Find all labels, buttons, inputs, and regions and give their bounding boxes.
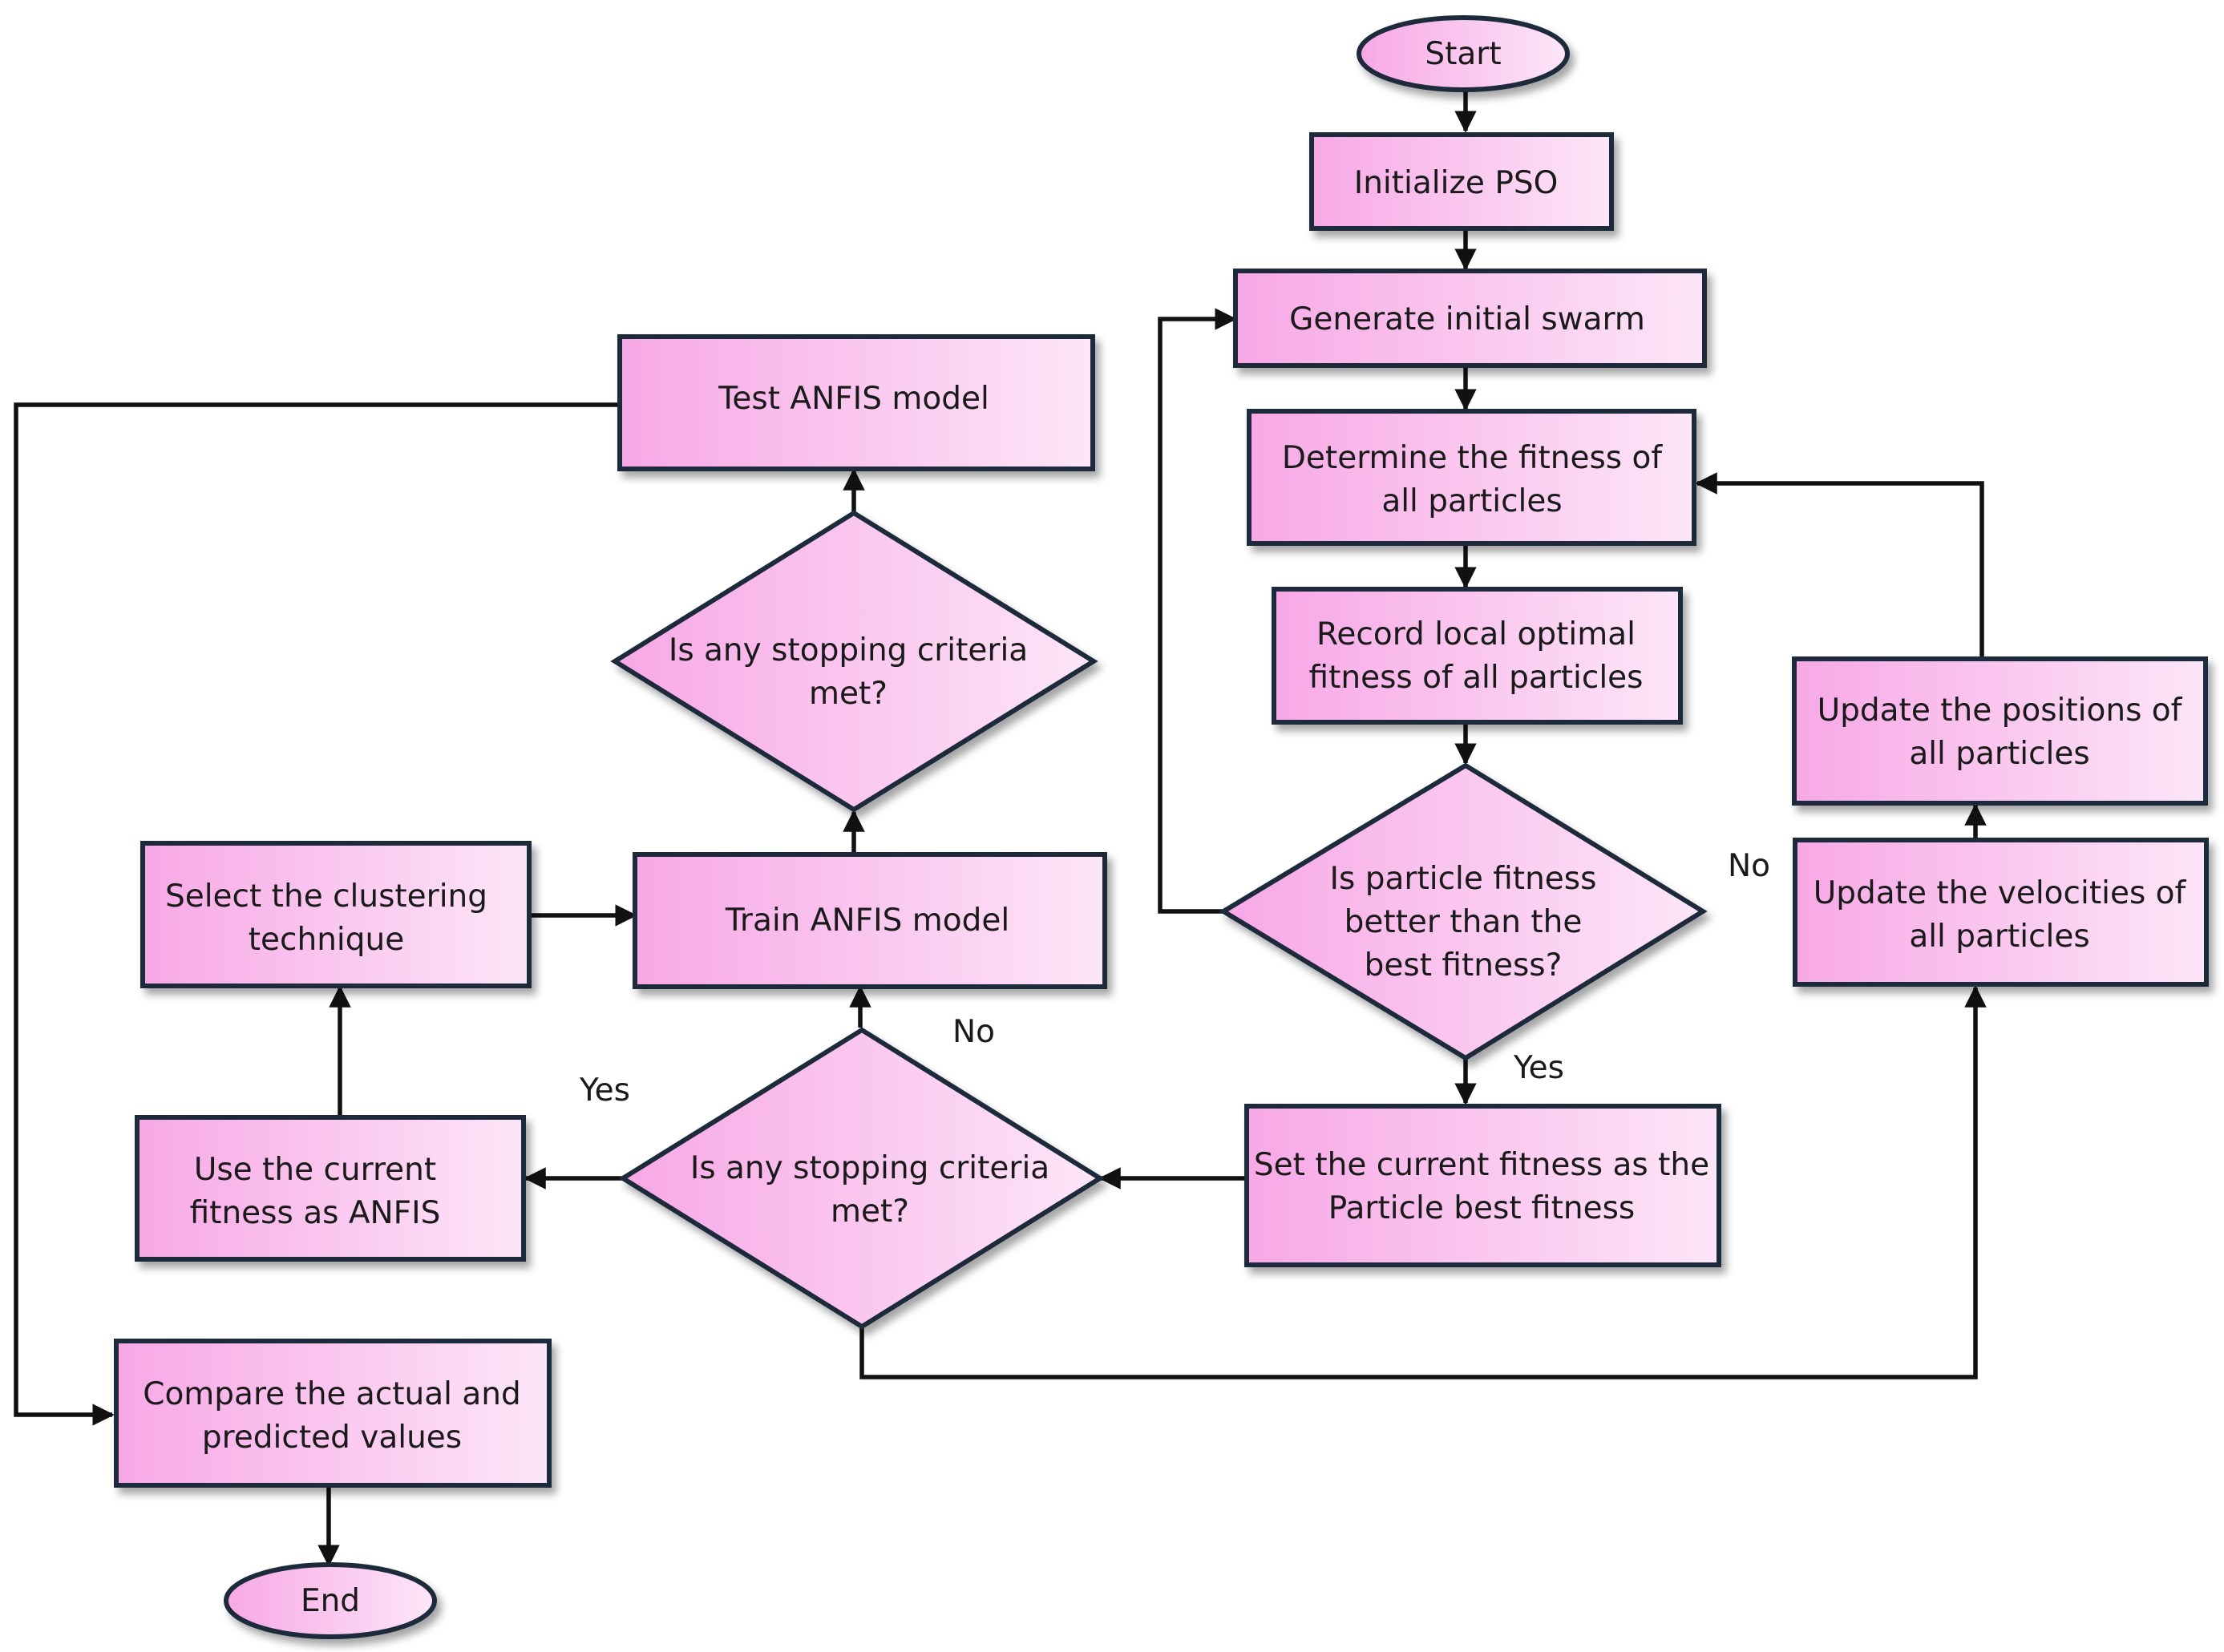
test-anfis-label: Test ANFIS model [718, 381, 989, 417]
node-text-line: all particles [1909, 919, 2089, 955]
stopping-criteria-decision-upper [610, 510, 1098, 813]
node-text-line: met? [831, 1194, 909, 1230]
label-stop2-no: No [952, 1014, 995, 1050]
initialize-pso-box [1309, 132, 1614, 231]
select-clustering-label: Select the clustering technique [165, 879, 487, 958]
use-current-fitness-label: Use the current fitness as ANFIS [190, 1152, 441, 1231]
test-anfis-box [617, 334, 1095, 471]
train-anfis-box [633, 852, 1107, 989]
arrow-stop2-bottom-to-velocities [859, 985, 1987, 1379]
node-text-line: Determine the fitness of [1282, 440, 1663, 476]
node-text-line: Train ANFIS model [725, 903, 1009, 939]
edge-labels: No Yes No Yes [579, 848, 1770, 1109]
connectors [14, 91, 1987, 1567]
node-text-line: best fitness? [1365, 947, 1563, 984]
arrow-decision-no-to-generate [1158, 308, 1237, 914]
compare-values-box [114, 1339, 552, 1488]
node-text-line: Update the velocities of [1814, 875, 2187, 911]
determine-fitness-box [1247, 409, 1696, 546]
label-better-no: No [1728, 848, 1770, 884]
record-local-box [1272, 587, 1683, 725]
select-clustering-box [140, 841, 532, 988]
initialize-pso-label: Initialize PSO [1354, 165, 1559, 201]
arrow-positions-to-determine [1695, 472, 1984, 657]
node-text-line: Set the current fitness as the [1254, 1147, 1709, 1183]
label-stop2-yes: Yes [579, 1072, 630, 1109]
node-text-line: Is any stopping criteria [669, 632, 1028, 668]
node-text-line: End [301, 1583, 360, 1619]
arrow-test-to-compare [14, 402, 620, 1426]
generate-swarm-box [1233, 269, 1707, 368]
update-velocities-box [1793, 838, 2209, 987]
label-better-yes: Yes [1513, 1050, 1564, 1086]
node-text-line: Generate initial swarm [1289, 301, 1645, 337]
generate-swarm-label: Generate initial swarm [1289, 301, 1645, 337]
end-label: End [301, 1583, 360, 1619]
node-text-line: technique [249, 922, 404, 958]
compare-values-label: Compare the actual and predicted values [143, 1376, 521, 1456]
particle-better-label: Is particle fitness better than the best f… [1330, 861, 1597, 984]
determine-fitness-label: Determine the fitness of all particles [1282, 440, 1663, 519]
node-text-line: better than the [1345, 904, 1583, 940]
start-label: Start [1425, 36, 1501, 72]
record-local-label: Record local optimal fitness of all parti… [1309, 616, 1644, 696]
node-text-line: Test ANFIS model [718, 381, 989, 417]
node-text-line: fitness as ANFIS [190, 1195, 441, 1231]
node-text-line: Particle best fitness [1328, 1190, 1635, 1226]
node-text-line: met? [809, 676, 888, 712]
node-text-line: Update the positions of [1818, 693, 2183, 729]
particle-better-decision [1219, 762, 1708, 1061]
node-text-line: Is particle fitness [1330, 861, 1597, 897]
node-text-line: Compare the actual and [143, 1376, 521, 1412]
node-text-line: Initialize PSO [1354, 165, 1559, 201]
start-terminal [1357, 15, 1570, 92]
node-text-line: Record local optimal [1316, 616, 1636, 652]
node-text-line: Is any stopping criteria [690, 1150, 1049, 1186]
stopping-criteria-lower-label: Is any stopping criteria met? [690, 1150, 1049, 1230]
end-terminal [224, 1562, 437, 1639]
set-current-fitness-box [1244, 1104, 1721, 1267]
train-anfis-label: Train ANFIS model [725, 903, 1009, 939]
node-text-line: Use the current [194, 1152, 436, 1188]
node-text-line: Start [1425, 36, 1501, 72]
node-text-line: all particles [1381, 483, 1562, 519]
update-velocities-label: Update the velocities of all particles [1814, 875, 2187, 955]
use-current-fitness-box [135, 1115, 526, 1262]
nodes: Start Initialize PSO Generate initial sw… [114, 15, 2209, 1639]
stopping-criteria-upper-label: Is any stopping criteria met? [669, 632, 1028, 712]
node-text-line: fitness of all particles [1309, 660, 1644, 696]
update-positions-label: Update the positions of all particles [1818, 693, 2183, 772]
node-text-line: predicted values [202, 1420, 462, 1456]
update-positions-box [1792, 656, 2208, 806]
node-text-line: all particles [1909, 736, 2089, 772]
stopping-criteria-decision-lower [618, 1027, 1105, 1330]
node-text-line: Select the clustering [165, 879, 487, 915]
